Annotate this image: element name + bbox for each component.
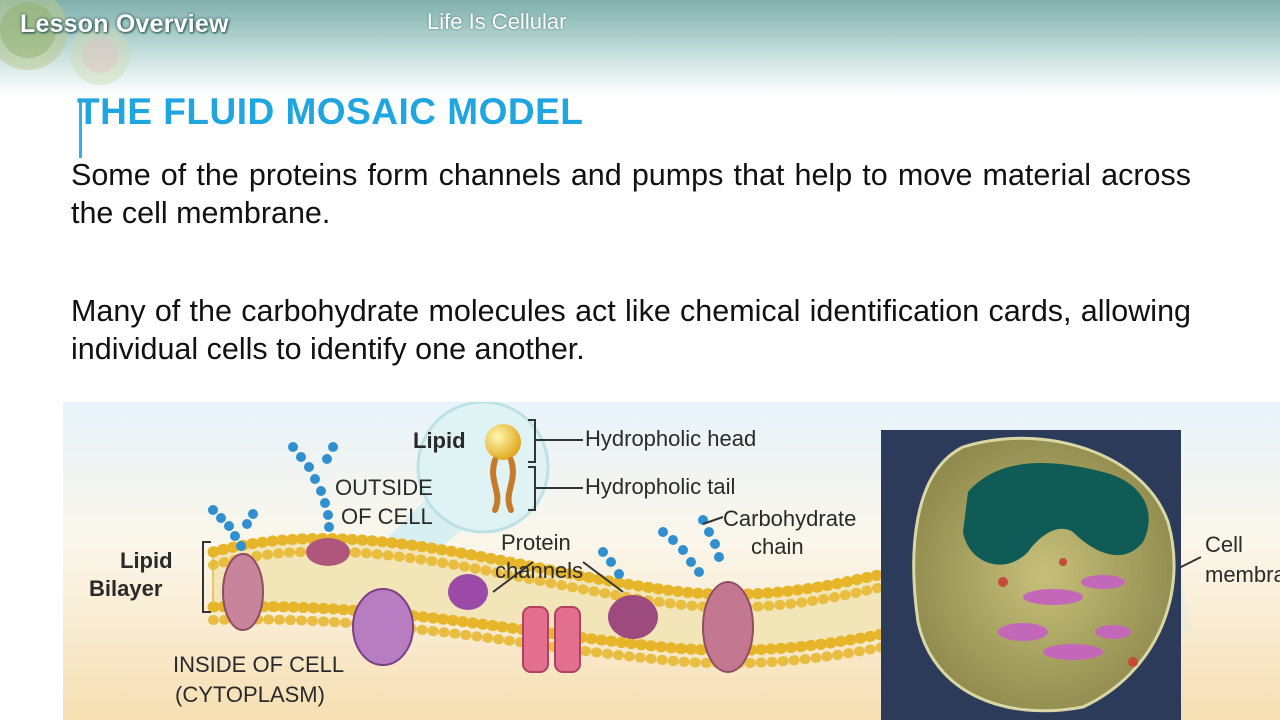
title-accent-bar	[79, 100, 82, 158]
membrane-protein	[448, 574, 488, 610]
nucleus-graphic	[963, 463, 1149, 565]
cell-membrane-label-2: membra	[1205, 562, 1280, 587]
carbohydrate-chain-label-1: Carbohydrate	[723, 506, 856, 531]
hydrophobic-tail-label: Hydropholic tail	[585, 474, 735, 499]
unit-title: Life Is Cellular	[427, 9, 567, 34]
membrane-protein	[608, 595, 658, 639]
organelles-graphic	[998, 558, 1138, 667]
slide-title: THE FLUID MOSAIC MODEL	[77, 91, 584, 132]
membrane-protein	[352, 588, 414, 666]
protein-channels-label-1: Protein	[501, 530, 571, 555]
protein-channel	[554, 606, 581, 673]
header-banner: Lesson Overview Life Is Cellular	[0, 0, 1280, 95]
hydrophilic-head-label: Hydropholic head	[585, 426, 756, 451]
lipid-head-graphic	[485, 424, 521, 460]
membrane-protein	[222, 553, 264, 631]
cell-membrane-label-1: Cell	[1205, 532, 1243, 557]
body-paragraph-1: Some of the proteins form channels and p…	[71, 158, 1191, 230]
section-label: Lesson Overview	[20, 10, 229, 38]
lipid-bilayer-label-2: Bilayer	[89, 576, 163, 601]
inside-cell-label-1: INSIDE OF CELL	[173, 652, 344, 677]
inside-cell-label-2: (CYTOPLASM)	[175, 682, 325, 707]
outside-cell-label-1: OUTSIDE	[335, 475, 433, 500]
protein-channels-label-2: channels	[495, 558, 583, 583]
lipid-label: Lipid	[413, 428, 466, 453]
carbohydrate-chain-label-2: chain	[751, 534, 804, 559]
carbohydrate-chains	[208, 442, 724, 579]
protein-channel	[522, 606, 549, 673]
lipid-bilayer-label-1: Lipid	[120, 548, 173, 573]
decorative-cells-graphic	[0, 0, 130, 85]
lipid-tail-graphic	[490, 457, 516, 513]
membrane-diagram: Lipid Hydropholic head Hydropholic tail …	[63, 402, 1280, 720]
membrane-protein	[306, 538, 350, 566]
body-paragraph-2: Many of the carbohydrate molecules act l…	[71, 294, 1191, 366]
membrane-protein	[702, 581, 754, 673]
outside-cell-label-2: OF CELL	[341, 504, 433, 529]
